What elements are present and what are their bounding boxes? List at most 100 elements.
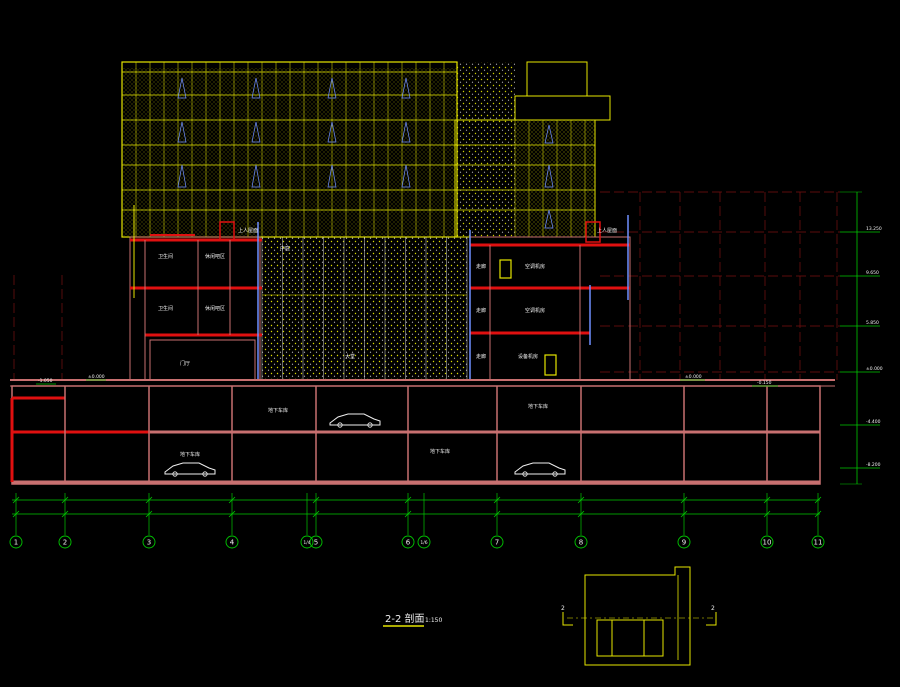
axis-label: 1/6 xyxy=(420,540,427,546)
room-label: 走廊 xyxy=(476,307,486,314)
left-lobby xyxy=(149,339,256,381)
facade-window xyxy=(327,121,337,143)
door-gf xyxy=(544,354,557,376)
facade-window xyxy=(544,209,554,229)
room-label: 设备机房 xyxy=(518,353,538,360)
key-plan: 2 2 xyxy=(561,566,717,666)
level-left-0: -1.050 xyxy=(36,378,56,385)
scale-label: 1:150 xyxy=(425,617,442,624)
dim-tick xyxy=(763,496,771,504)
room-label: 中庭 xyxy=(280,245,290,252)
facade-window xyxy=(544,124,554,144)
key-plan-inner xyxy=(596,619,664,657)
facade-mesh-panel xyxy=(122,68,457,236)
room-label: 卫生间 xyxy=(158,253,173,260)
dim-tick xyxy=(493,496,501,504)
facade-window xyxy=(327,164,337,188)
background-grid xyxy=(13,191,840,380)
section-mark-right xyxy=(706,612,717,626)
axis-label: 1 xyxy=(14,539,18,547)
dim-tick xyxy=(228,496,236,504)
section-mark-label-left: 2 xyxy=(561,605,565,612)
axis-bubble xyxy=(58,535,72,549)
dim-tick xyxy=(12,510,20,518)
room-label: 大堂 xyxy=(345,353,355,360)
axis-label: 2 xyxy=(63,539,67,547)
axis-label: 4 xyxy=(230,539,235,547)
level-right-3: ±0.000 xyxy=(840,366,883,373)
dim-tick xyxy=(12,496,20,504)
car-b1 xyxy=(329,413,381,428)
car-b2-right xyxy=(514,462,566,477)
facade-right-mesh xyxy=(515,120,595,237)
facade-window xyxy=(327,77,337,99)
facade-window xyxy=(544,164,554,188)
roof-parapet xyxy=(514,95,611,121)
level-ground-0: ±0.000 xyxy=(680,374,705,381)
axis-label: 7 xyxy=(495,539,499,547)
level-right-4: -4.400 xyxy=(840,419,881,426)
section-title: 2-2 剖面 xyxy=(385,612,425,625)
facade-window xyxy=(177,77,187,99)
facade-window xyxy=(177,121,187,143)
level-label: 5.850 xyxy=(866,320,879,326)
dim-tick xyxy=(577,496,585,504)
facade-windows xyxy=(177,77,554,229)
dim-tick xyxy=(312,510,320,518)
axis-label: 5 xyxy=(314,539,318,547)
dim-tick xyxy=(61,510,69,518)
level-right-2: 5.850 xyxy=(840,320,880,327)
axis-bubble xyxy=(225,535,239,549)
axis-bubble xyxy=(300,535,314,549)
level-left-1: ±0.000 xyxy=(86,374,106,381)
dim-tick xyxy=(312,496,320,504)
level-label: -4.400 xyxy=(866,419,881,425)
level-right-1: 9.650 xyxy=(840,270,880,277)
room-label: 走廊 xyxy=(476,353,486,360)
key-plan-core xyxy=(611,619,645,657)
room-label: 上人屋面 xyxy=(597,227,617,234)
axis-bubble xyxy=(309,535,323,549)
roof-box xyxy=(526,61,588,97)
section-mark-left xyxy=(562,612,573,626)
right-roof-post xyxy=(585,221,601,243)
facade-window xyxy=(401,164,411,188)
room-label: 上人屋面 xyxy=(238,227,258,234)
facade-dotted-core xyxy=(455,62,515,237)
room-label: 卫生间 xyxy=(158,305,173,312)
facade-window xyxy=(251,164,261,188)
axis-label: 10 xyxy=(763,539,772,547)
level-label: ±0.000 xyxy=(88,374,105,380)
facade-window xyxy=(401,77,411,99)
level-label: -0.150 xyxy=(757,380,772,386)
facade-window xyxy=(251,121,261,143)
axis-label: 1/4 xyxy=(303,540,310,546)
axis-label: 9 xyxy=(682,539,686,547)
dim-tick xyxy=(404,496,412,504)
drawing-title: 2-2 剖面 1:150 xyxy=(383,612,442,627)
dim-tick xyxy=(145,510,153,518)
room-label: 地下车库 xyxy=(430,448,450,455)
left-roof-post xyxy=(219,221,235,241)
basement-columns xyxy=(64,386,768,482)
facade-window xyxy=(177,164,187,188)
level-right-0: 13.250 xyxy=(840,226,882,233)
room-label: 空调机房 xyxy=(525,307,545,314)
axis-label: 8 xyxy=(579,539,583,547)
room-label: 地下车库 xyxy=(268,407,288,414)
dim-tick xyxy=(493,510,501,518)
facade-elevation xyxy=(121,61,611,380)
dim-tick xyxy=(404,510,412,518)
facade-window xyxy=(401,121,411,143)
room-label: 走廊 xyxy=(476,263,486,270)
level-markers: 13.250 9.650 5.850 ±0.000 -4.400 -8.200 … xyxy=(36,226,883,469)
axis-bubble xyxy=(760,535,774,549)
level-label: 9.650 xyxy=(866,270,879,276)
dim-tick xyxy=(814,496,822,504)
room-label: 休闲吧区 xyxy=(205,253,225,260)
facade-window xyxy=(251,77,261,99)
dim-tick xyxy=(814,510,822,518)
dim-tick xyxy=(680,496,688,504)
